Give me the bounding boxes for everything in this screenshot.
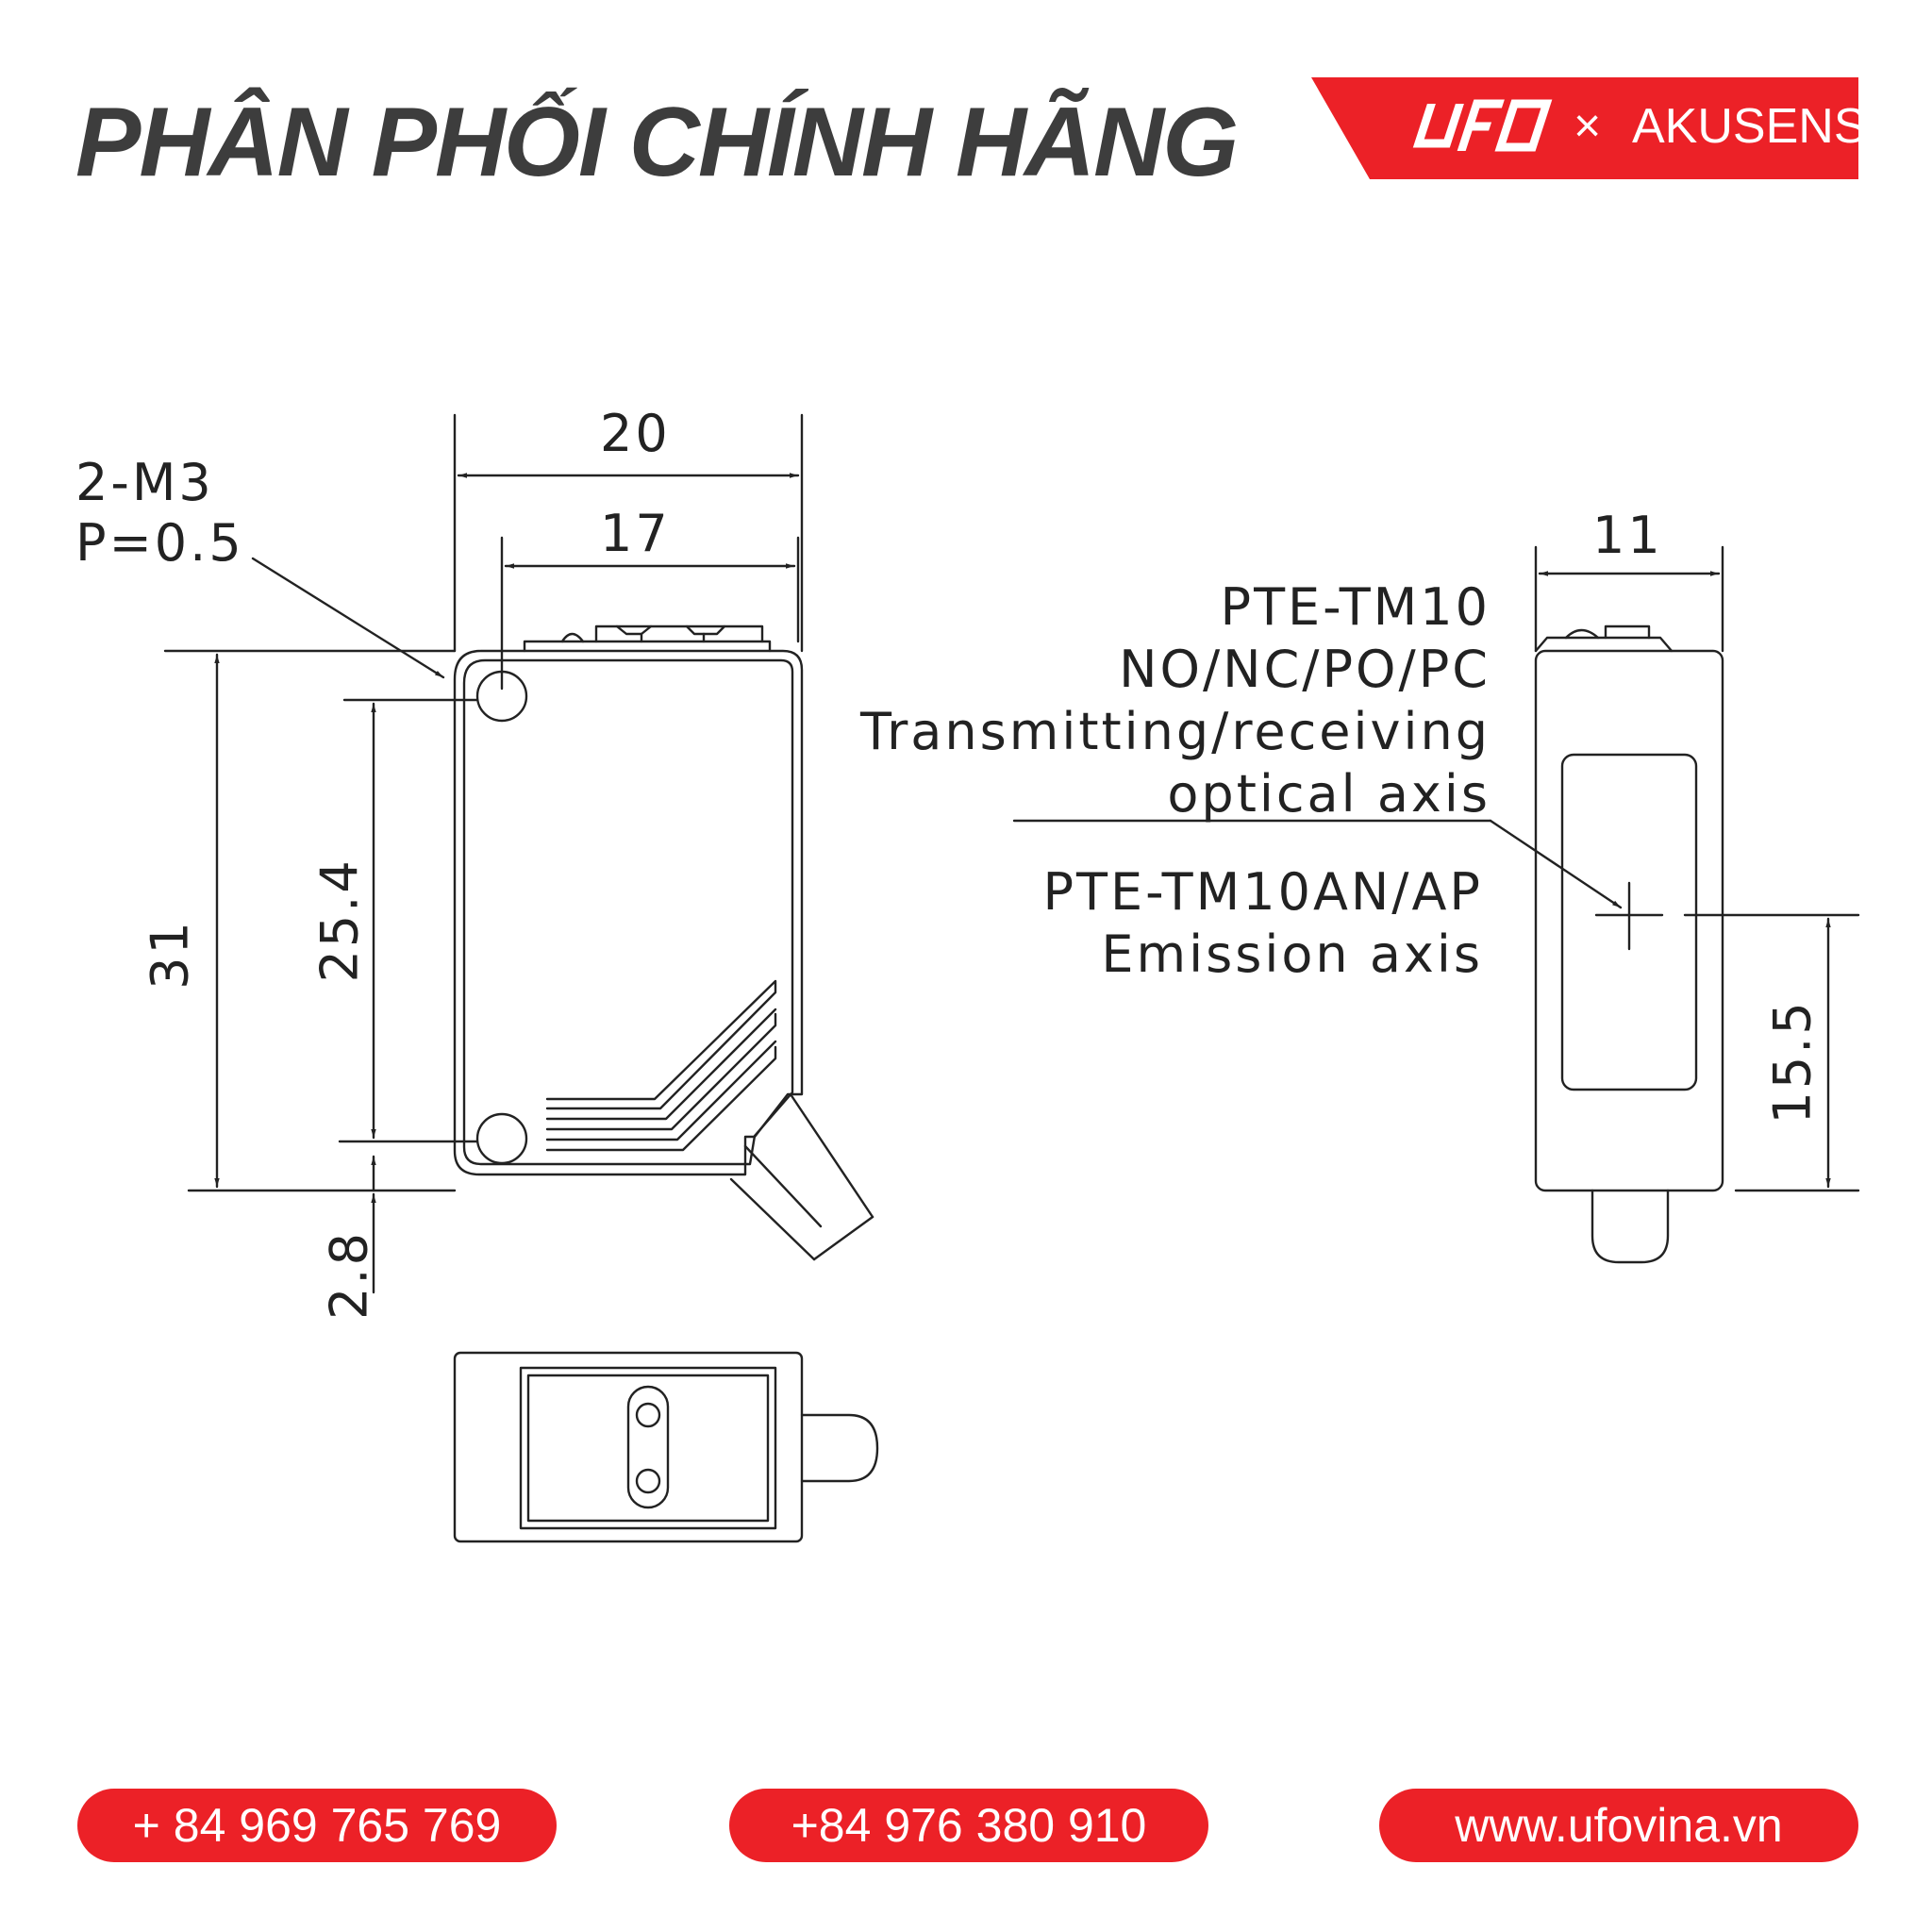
thread-spec-size: 2-M3 <box>75 453 214 512</box>
model-label: PTE-TM10 <box>1220 577 1491 637</box>
dimension-side-width: 11 <box>1592 506 1663 565</box>
website-link[interactable]: www.ufovina.vn <box>1379 1789 1858 1862</box>
dimension-height-overall: 31 <box>140 919 200 990</box>
dimension-width-overall: 20 <box>600 404 671 463</box>
brand-banner-background <box>1311 77 1858 179</box>
alt-axis-description: Emission axis <box>1101 924 1483 984</box>
output-modes-label: NO/NC/PO/PC <box>1119 640 1491 699</box>
ufo-logo <box>1406 96 1557 158</box>
bottom-view <box>453 1351 879 1543</box>
dimension-width-inner: 17 <box>600 504 671 563</box>
front-view-dimensions <box>163 413 804 1294</box>
axis-description-line2: optical axis <box>1167 764 1491 824</box>
dimension-axis-height: 15.5 <box>1762 999 1823 1124</box>
thread-spec-pitch: P=0.5 <box>75 513 244 573</box>
dimension-hole-offset: 2.8 <box>319 1230 379 1320</box>
phone-2-button[interactable]: +84 976 380 910 <box>729 1789 1208 1862</box>
front-view <box>453 625 874 1261</box>
alt-model-label: PTE-TM10AN/AP <box>1042 862 1483 922</box>
phone-1-button[interactable]: + 84 969 765 769 <box>77 1789 557 1862</box>
partner-brand-name: AKUSENSE <box>1632 99 1900 154</box>
side-view <box>1534 625 1724 1264</box>
side-view-dimensions <box>1012 545 1860 1192</box>
brand-banner: × AKUSENSE <box>1311 77 1899 179</box>
brand-separator: × <box>1574 99 1602 152</box>
dimension-hole-pitch: 25.4 <box>309 858 370 983</box>
page-title: PHÂN PHỐI CHÍNH HÃNG <box>75 88 1239 197</box>
axis-description-line1: Transmitting/receiving <box>860 702 1491 761</box>
